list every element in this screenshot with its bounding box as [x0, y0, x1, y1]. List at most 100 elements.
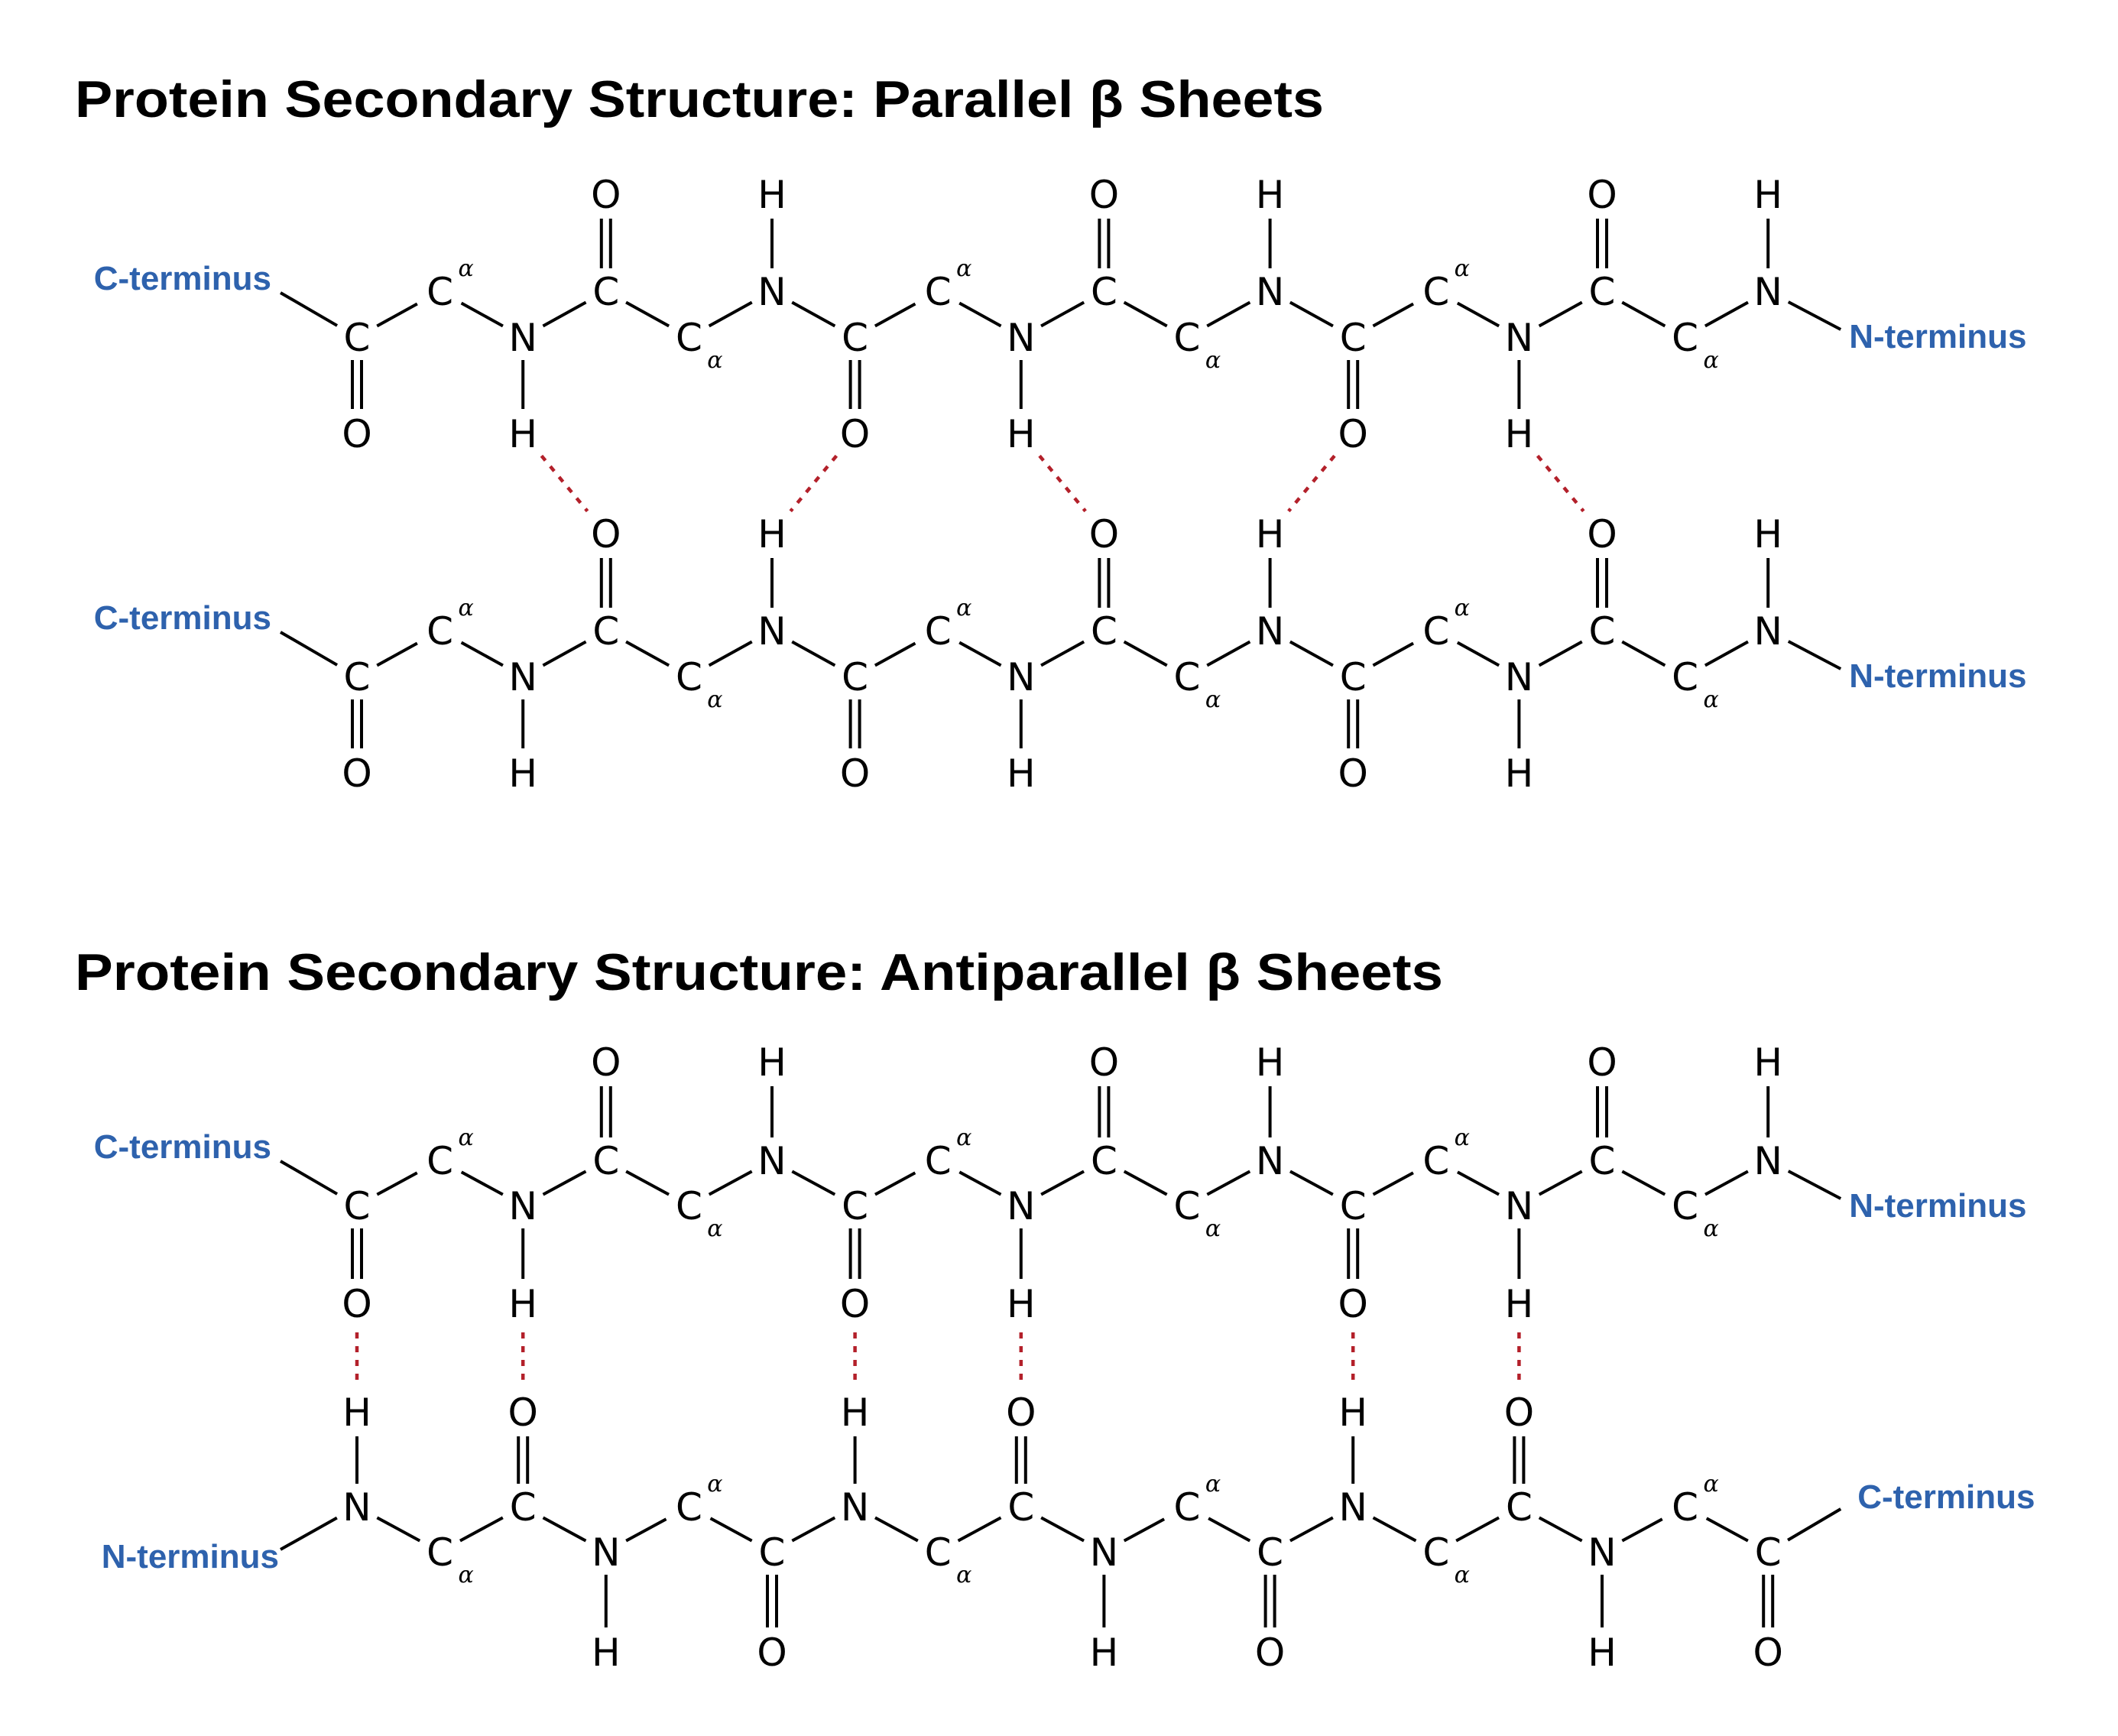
hydrogen-atom: H — [1588, 1631, 1617, 1675]
backbone-bond — [1206, 1170, 1251, 1196]
atom-symbol: C — [427, 270, 453, 314]
atom-symbol: N — [757, 270, 786, 314]
oxygen-atom: O — [591, 512, 621, 556]
alpha-carbon: Cα — [1174, 655, 1221, 713]
alpha-label: α — [458, 1562, 473, 1588]
atom-symbol: N — [1256, 609, 1284, 654]
terminus-bond — [1787, 1507, 1842, 1542]
alpha-label: α — [707, 1471, 722, 1498]
atom-symbol: C — [676, 1485, 702, 1530]
oxygen-atom: O — [1255, 1631, 1285, 1675]
backbone-bond — [1040, 300, 1085, 328]
atom-symbol: C — [1091, 609, 1117, 654]
carbonyl-carbon: CO — [840, 1184, 870, 1326]
alpha-carbon: Cα — [1672, 1184, 1719, 1242]
atom-symbol: C — [676, 1184, 702, 1228]
atom-symbol: C — [1589, 270, 1616, 314]
atom-symbol: C — [1422, 1530, 1449, 1575]
amide-nitrogen: NH — [1588, 1530, 1617, 1675]
atom-symbol: N — [508, 1184, 537, 1228]
backbone-bond — [1123, 640, 1168, 667]
parallel-title: Protein Secondary Structure: Parallel β … — [75, 70, 1324, 128]
backbone-bond — [708, 640, 753, 667]
alpha-carbon: Cα — [1422, 1530, 1470, 1588]
atom-symbol: C — [1422, 270, 1449, 314]
amide-nitrogen: NH — [1753, 173, 1782, 314]
hydrogen-atom: H — [1505, 1282, 1534, 1326]
atom-symbol: C — [592, 609, 619, 654]
backbone-bond — [1206, 300, 1251, 328]
backbone-bond — [791, 640, 836, 667]
atom-symbol: C — [759, 1530, 786, 1575]
atom-symbol: C — [1174, 1485, 1201, 1530]
atom-symbol: C — [1422, 609, 1449, 654]
hydrogen-atom: H — [1753, 1040, 1782, 1085]
hydrogen-bonds — [540, 454, 1585, 513]
atom-symbol: C — [1672, 1184, 1698, 1228]
hydrogen-atom: H — [1007, 1282, 1036, 1326]
backbone-bond — [460, 301, 504, 328]
amide-nitrogen: NH — [1338, 1390, 1367, 1530]
alpha-carbon: Cα — [1174, 1471, 1221, 1530]
n-terminus-label: N-terminus — [1849, 657, 2026, 695]
atom-symbol: C — [925, 609, 952, 654]
alpha-label: α — [1455, 595, 1470, 621]
oxygen-atom: O — [1338, 751, 1368, 796]
oxygen-atom: O — [591, 1040, 621, 1085]
alpha-label: α — [1703, 1215, 1718, 1242]
backbone-bond — [1456, 641, 1500, 667]
n-terminus-label: N-terminus — [1849, 318, 2026, 355]
amide-nitrogen: NH — [1256, 173, 1285, 314]
atom-symbol: N — [1753, 1139, 1782, 1183]
backbone-bond — [791, 300, 836, 328]
alpha-label: α — [458, 255, 473, 282]
atom-symbol: C — [1672, 655, 1698, 699]
alpha-label: α — [956, 1562, 971, 1588]
carbonyl-carbon: CO — [1587, 173, 1617, 314]
c-terminus-label: C-terminus — [1857, 1478, 2035, 1516]
hydrogen-atom: H — [1007, 412, 1036, 456]
backbone-bond — [1538, 300, 1583, 328]
backbone-bond — [1123, 1170, 1168, 1196]
atom-symbol: N — [1007, 655, 1035, 699]
amide-nitrogen: NH — [757, 512, 787, 654]
hydrogen-atom: H — [757, 1040, 787, 1085]
terminus-bond — [1787, 640, 1842, 670]
atom-symbol: C — [1091, 1139, 1117, 1183]
atom-symbol: N — [508, 316, 537, 360]
c-terminus-label: C-terminus — [94, 599, 271, 637]
oxygen-atom: O — [757, 1631, 787, 1675]
backbone-bond — [1372, 1516, 1417, 1543]
peptide-strand: COCαNHCOCαNHCOCαNHCOCαNHCOCαNHCOCαNHC-te… — [94, 512, 2027, 796]
backbone-bond — [1704, 1170, 1749, 1196]
atom-symbol: C — [1589, 609, 1616, 654]
amide-nitrogen: NH — [508, 316, 537, 456]
terminus-bond — [279, 1160, 339, 1196]
atom-symbol: C — [1422, 1139, 1449, 1183]
backbone-bond — [459, 1516, 504, 1543]
alpha-label: α — [458, 1124, 473, 1151]
backbone-bond — [1040, 1516, 1085, 1543]
backbone-bond — [791, 1516, 836, 1543]
amide-nitrogen: NH — [1753, 512, 1782, 654]
backbone-bond — [1372, 641, 1415, 667]
c-terminus-label: C-terminus — [94, 260, 271, 297]
atom-symbol: C — [1340, 316, 1367, 360]
alpha-label: α — [1455, 1562, 1470, 1588]
backbone-bond — [1289, 1170, 1334, 1196]
backbone-bond — [1621, 1517, 1663, 1543]
alpha-carbon: Cα — [1672, 1471, 1719, 1530]
backbone-bond — [1538, 1516, 1583, 1543]
alpha-label: α — [1703, 347, 1718, 374]
carbonyl-carbon: CO — [757, 1530, 787, 1675]
backbone-bond — [958, 301, 1002, 328]
hydrogen-atom: H — [757, 173, 787, 217]
oxygen-atom: O — [1338, 1282, 1368, 1326]
carbonyl-carbon: CO — [840, 316, 870, 456]
alpha-carbon: Cα — [925, 1124, 972, 1183]
oxygen-atom: O — [342, 1282, 371, 1326]
alpha-carbon: Cα — [676, 655, 723, 713]
oxygen-atom: O — [1587, 173, 1617, 217]
atom-symbol: C — [1589, 1139, 1616, 1183]
backbone-bond — [708, 1170, 753, 1196]
